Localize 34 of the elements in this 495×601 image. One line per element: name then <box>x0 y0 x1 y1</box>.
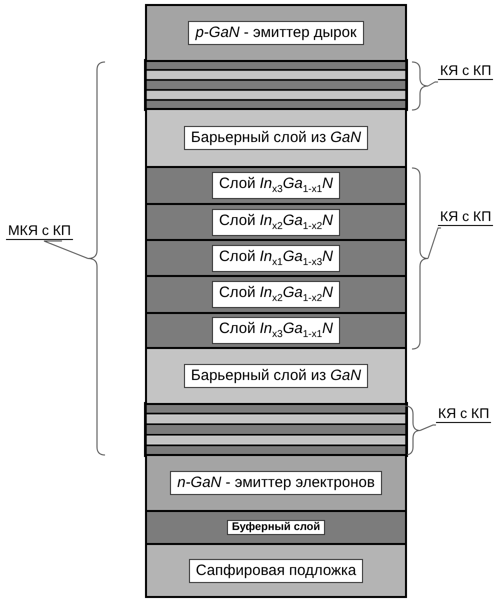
layer-band <box>145 543 407 598</box>
leader-line <box>428 82 438 86</box>
layer-label: Буферный слой <box>226 520 326 536</box>
curly-bracket <box>412 168 428 350</box>
layer-label: Сапфировая подложка <box>188 558 364 582</box>
leader-line <box>44 240 88 259</box>
callout-label: КЯ с КП <box>438 62 494 80</box>
curly-bracket <box>404 406 420 456</box>
layer-label: Слой In$_{x2}$Ga$_{1-x2}$N <box>212 208 340 236</box>
layer-band <box>145 108 407 168</box>
layer-band <box>145 510 407 545</box>
leader-line <box>428 228 442 259</box>
curly-bracket <box>412 62 428 110</box>
curly-bracket <box>88 62 106 456</box>
layer-label: Слой In$_{x3}$Ga$_{1-x1}$N <box>212 172 340 199</box>
callout-label: КЯ с КП <box>438 208 494 226</box>
layer-label: n-GaN - эмиттер электронов <box>170 471 382 495</box>
layer-band <box>145 239 407 277</box>
layer-band <box>145 166 407 205</box>
layer-label: Барьерный слой из GaN <box>184 364 368 388</box>
layer-label: Слой In$_{x1}$Ga$_{1-x3}$N <box>212 244 340 272</box>
layer-band <box>145 312 407 349</box>
layer-band <box>145 275 407 314</box>
layer-label: p-GaN - эмиттер дырок <box>188 21 364 45</box>
layer-band <box>145 203 407 241</box>
layer-label: Слой In$_{x3}$Ga$_{1-x1}$N <box>212 317 340 344</box>
callout-label: КЯ с КП <box>436 405 492 423</box>
leader-line <box>420 424 436 431</box>
layer-label: Слой In$_{x2}$Ga$_{1-x2}$N <box>212 281 340 308</box>
layer-band <box>145 347 407 405</box>
layer-band <box>145 454 407 512</box>
layer-band <box>145 4 407 62</box>
layer-label: Барьерный слой из GaN <box>184 126 368 150</box>
callout-label: МКЯ с КП <box>6 222 73 240</box>
